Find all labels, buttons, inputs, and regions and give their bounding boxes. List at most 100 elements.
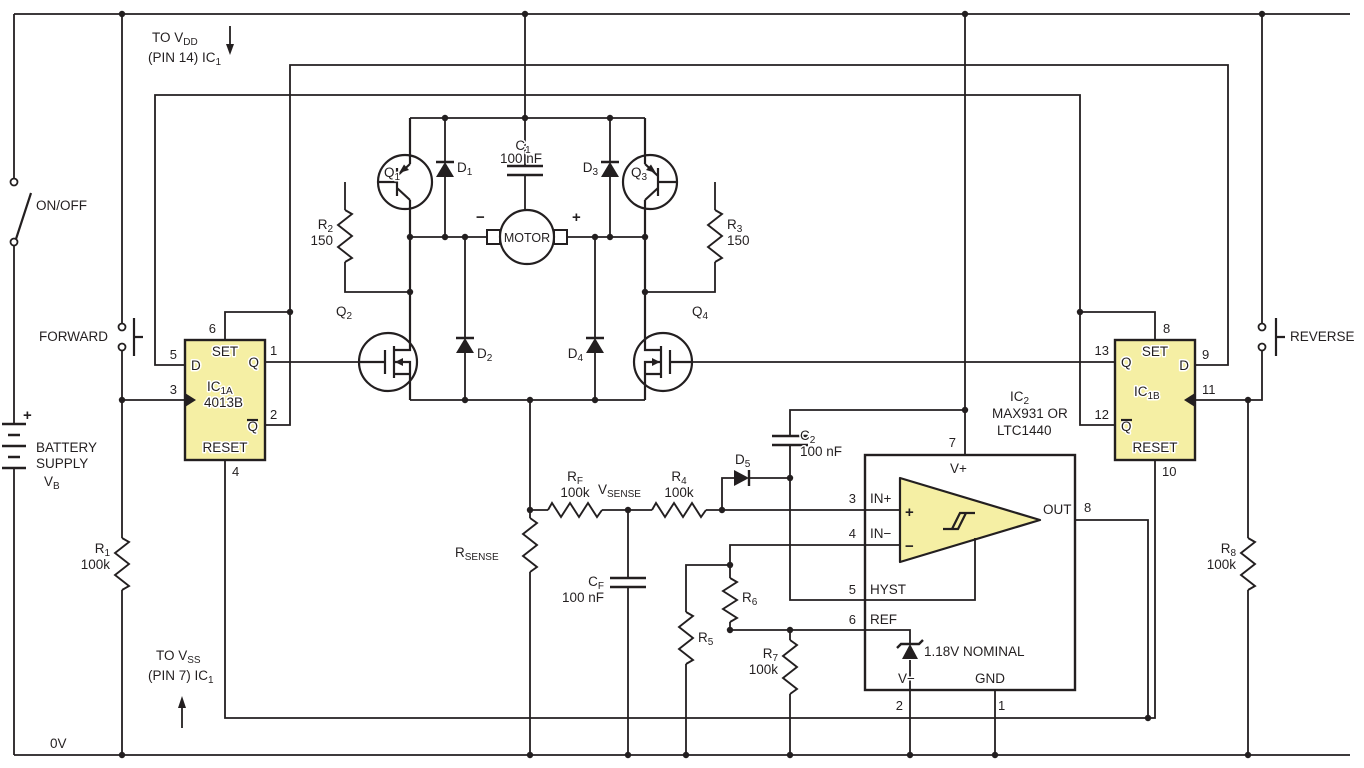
- motor-plus-sign: +: [572, 209, 581, 226]
- d4-name: D4: [568, 346, 584, 364]
- ic1a-d-label: D: [191, 358, 201, 373]
- resistor-r4: R4 100k: [651, 468, 707, 519]
- cf-value: 100 nF: [562, 590, 604, 605]
- d3-name: D3: [583, 160, 599, 178]
- switch-contact: [9, 237, 19, 247]
- battery-symbol-label: VB: [44, 474, 60, 492]
- d1-name: D1: [457, 160, 473, 178]
- motor-terminal-right: [553, 229, 568, 245]
- zener-diode-icon: [902, 644, 918, 659]
- ic1a-q-label: Q: [248, 355, 259, 370]
- ic1a-pin-set: 6: [209, 321, 216, 336]
- reverse-button-plate: [1274, 318, 1285, 356]
- r3-value: 150: [727, 233, 750, 248]
- vdd-note-line2: (PIN 14) IC1: [148, 50, 222, 68]
- ic2-pin-out: 8: [1084, 500, 1091, 515]
- rf-name: RF: [567, 469, 583, 487]
- ic2-gnd-label: GND: [975, 671, 1005, 686]
- ic1b-set-label: SET: [1142, 344, 1168, 359]
- comparator-triangle: [898, 476, 1042, 564]
- resistor-r7: R7 100k: [747, 639, 799, 695]
- r2-name: R2: [318, 217, 334, 235]
- comparator-plus-sign: +: [905, 504, 914, 521]
- ic1a-reset-label: RESET: [202, 440, 247, 455]
- transistor-q3: Q3: [621, 118, 679, 237]
- ic1a-part: 4013B: [204, 395, 243, 410]
- battery: + BATTERY SUPPLY VB: [2, 407, 99, 494]
- r5-name: R5: [698, 630, 714, 648]
- forward-button: FORWARD: [38, 318, 143, 356]
- ic2-inplus-label: IN+: [870, 491, 892, 506]
- transistor-q2: Q2: [335, 237, 419, 400]
- r6-name: R6: [742, 590, 758, 608]
- vss-arrow-icon: [178, 696, 186, 708]
- r4-value: 100k: [664, 485, 694, 500]
- wires: [13, 13, 1350, 756]
- diode-d3: D3: [581, 159, 619, 180]
- ic2-vplus-label: V+: [950, 461, 967, 476]
- motor-label: MOTOR: [504, 231, 550, 245]
- ic1b-pin-clk: 11: [1202, 382, 1216, 397]
- r4-name: R4: [671, 469, 687, 487]
- motor: MOTOR − +: [476, 208, 581, 266]
- vdd-arrow-icon: [226, 44, 234, 55]
- capacitor-c1: C1 100 nF: [498, 137, 544, 177]
- rsense-name: RSENSE: [455, 545, 499, 563]
- ic2-vminus-label: V−: [898, 671, 915, 686]
- battery-short-plates: [8, 433, 20, 459]
- ic1b-flipflop: SET Q D IC1B Q RESET 8 13 9 11 12 10: [1093, 320, 1217, 481]
- ic2-part-2: LTC1440: [997, 423, 1052, 438]
- resistor-rf: RF 100k: [547, 468, 603, 519]
- ic2-pin-hyst: 5: [849, 582, 856, 597]
- ic2-pin-inminus: 4: [849, 526, 856, 541]
- ic1a-pin-d: 5: [170, 347, 177, 362]
- q2-name: Q2: [336, 304, 353, 322]
- r1-value: 100k: [81, 557, 111, 572]
- ic2-comparator: + − V+ IN+ IN− HYST REF OUT V− GND 1.18V…: [847, 388, 1092, 715]
- comparator-minus-sign: −: [905, 538, 914, 555]
- r7-name: R7: [763, 646, 779, 664]
- on-off-switch: ON/OFF: [9, 177, 89, 247]
- forward-label: FORWARD: [39, 329, 108, 344]
- battery-label-1: BATTERY: [36, 440, 97, 455]
- ic1a-pin-q: 1: [270, 343, 277, 358]
- c1-name: C1: [515, 138, 531, 156]
- battery-long-plates: [2, 422, 26, 470]
- vss-note-line2: (PIN 7) IC1: [148, 668, 214, 686]
- reverse-button: REVERSE: [1257, 318, 1356, 356]
- resistor-r5: R5: [677, 611, 715, 665]
- hysteresis-icon: [943, 511, 975, 531]
- q1-name: Q1: [384, 165, 401, 183]
- ic2-pin-ref: 6: [849, 612, 856, 627]
- r2-value: 150: [310, 233, 333, 248]
- ic1b-pin-d: 9: [1202, 347, 1209, 362]
- cf-name: CF: [588, 574, 604, 592]
- ic2-pin-vplus: 7: [949, 435, 956, 450]
- ic1b-clock-wedge-icon: [1184, 393, 1195, 407]
- ic2-pin-vminus: 2: [896, 698, 903, 713]
- resistor-r8: R8 100k: [1205, 537, 1257, 591]
- ic2-ref-label: REF: [870, 612, 897, 627]
- ic2-pin-inplus: 3: [849, 491, 856, 506]
- diode-d1: D1: [436, 159, 474, 180]
- switch-blade: [14, 192, 33, 240]
- ic1a-pin-reset: 4: [232, 464, 239, 479]
- diode-d2: D2: [456, 336, 494, 366]
- c1-value: 100 nF: [500, 151, 542, 166]
- r3-name: R3: [727, 217, 743, 235]
- vss-note-line1: TO VSS: [156, 648, 201, 666]
- vss-annotation: TO VSS (PIN 7) IC1: [147, 647, 216, 728]
- ic1b-d-label: D: [1179, 358, 1189, 373]
- ic1a-clock-wedge-icon: [185, 393, 196, 407]
- ic1a-pin-qbar: 2: [270, 407, 277, 422]
- ic2-name: IC2: [1010, 389, 1030, 407]
- ic2-pin-gnd: 1: [998, 698, 1005, 713]
- diode-d4: D4: [566, 336, 604, 366]
- vsense-label: VSENSE: [598, 482, 641, 500]
- on-off-label: ON/OFF: [36, 198, 87, 213]
- r7-value: 100k: [749, 662, 779, 677]
- junction-dots: [118, 10, 1266, 759]
- r8-name: R8: [1221, 541, 1237, 559]
- capacitor-c2: C2 100 nF: [772, 427, 844, 461]
